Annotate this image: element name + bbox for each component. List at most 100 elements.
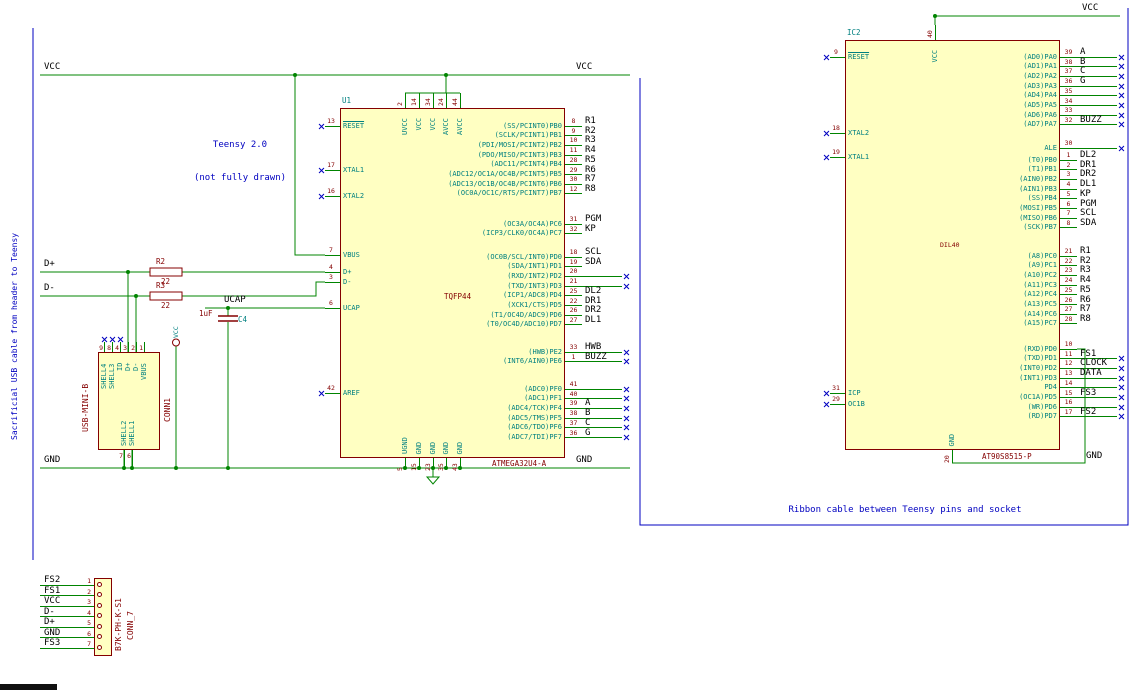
- pin-name: VBUS: [140, 363, 148, 380]
- pin-name: (ADC7/TDI)PF7: [507, 433, 562, 441]
- pin-number: 27: [1064, 305, 1073, 314]
- pin-number: 40: [569, 389, 578, 398]
- junction-dot: [130, 466, 134, 470]
- net-label-vbus-vcc: VCC: [172, 326, 180, 338]
- pin-name: VCC: [931, 49, 939, 63]
- r2-value: 22: [161, 277, 171, 286]
- pin-number: 18: [569, 248, 578, 256]
- pin-number: 2: [396, 102, 404, 106]
- net-label: BUZZ: [1080, 114, 1102, 125]
- note-ribbon: Ribbon cable between Teensy pins and soc…: [788, 505, 1022, 515]
- wire-segment: [1060, 114, 1117, 116]
- pin-number: 1: [1066, 151, 1071, 159]
- no-connect-icon: [623, 386, 630, 393]
- pin-name: (SDA/INT1)PD1: [507, 262, 562, 271]
- pin-number: 24: [437, 98, 445, 106]
- wire-segment: [565, 314, 582, 316]
- pin-name: XTAL1: [343, 165, 365, 174]
- pin-name: (OC0A/OC1C/RTS/PCINT7)PB7: [456, 189, 562, 198]
- pin-number: 22: [569, 296, 578, 305]
- pin-number: 21: [1064, 247, 1073, 255]
- conn7-value: CONN_7: [126, 611, 135, 640]
- pin-number: 30: [1064, 139, 1073, 147]
- u1-body: [340, 108, 565, 458]
- pin-name: (AD1)PA1: [1023, 62, 1057, 71]
- pin-name: (HWB)PE2: [528, 347, 562, 356]
- wire-segment: [1060, 178, 1077, 180]
- net-label: PGM: [1080, 198, 1097, 209]
- pin-number: 26: [1064, 295, 1073, 304]
- pin-number: 10: [569, 136, 578, 145]
- wire-segment: [1060, 169, 1077, 171]
- pin-name: SHELL1: [128, 420, 136, 446]
- vcc-power-port-circle: [172, 338, 180, 347]
- wire-segment: [418, 93, 420, 108]
- ic2-reference: IC2: [847, 28, 861, 37]
- note-teensy-line2: (not fully drawn): [193, 173, 287, 183]
- wire-segment: [1060, 348, 1077, 350]
- wire-segment: [1060, 323, 1077, 325]
- wire-segment: [1060, 255, 1077, 257]
- wire-segment: [119, 342, 121, 352]
- net-label: FS1: [1080, 348, 1097, 359]
- wire-segment: [418, 458, 420, 468]
- conn7-part: B7K-PH-K-S1: [114, 598, 123, 651]
- pin-name: (AD3)PA3: [1023, 81, 1057, 90]
- net-label: DATA: [1080, 368, 1102, 379]
- pin-name: RESET: [848, 52, 870, 61]
- no-connect-icon: [1118, 73, 1125, 80]
- pin-number: 8: [1066, 218, 1071, 227]
- net-label-gnd-right: GND: [576, 455, 593, 465]
- pin-number: 7: [87, 640, 91, 648]
- net-label: FS2: [1080, 406, 1097, 417]
- connector-pin-circle: [96, 644, 102, 650]
- net-label: DL1: [1080, 179, 1097, 190]
- wire-segment: [565, 351, 622, 353]
- pin-name: VCC: [415, 117, 423, 131]
- pin-name: (AD5)PA5: [1023, 101, 1057, 109]
- pin-number: 8: [571, 117, 576, 125]
- net-label: R6: [585, 164, 596, 175]
- pin-number: 26: [569, 306, 578, 315]
- pin-number: 40: [926, 30, 934, 38]
- pin-number: 3: [123, 344, 127, 352]
- pin-name: XTAL2: [343, 191, 365, 200]
- pin-name: (INT6/AIN0)PE6: [502, 357, 562, 366]
- connector-pin-circle: [96, 581, 102, 587]
- pin-name: (A13)PC5: [1023, 300, 1057, 308]
- pin-number: 6: [329, 299, 333, 307]
- no-connect-icon: [1118, 365, 1125, 372]
- pin-number: 17: [1064, 407, 1073, 416]
- pin-number: 34: [1064, 96, 1073, 105]
- pin-number: 4: [87, 608, 91, 617]
- pin-name: (XCK1/CTS)PD5: [507, 301, 562, 309]
- no-connect-icon: [117, 336, 124, 343]
- wire-segment: [432, 458, 434, 468]
- pin-number: 10: [1064, 340, 1073, 348]
- no-connect-icon: [1118, 102, 1125, 109]
- pin-name: (T1)PB1: [1027, 165, 1057, 174]
- pin-name: (AD4)PA4: [1023, 91, 1057, 100]
- net-label: R1: [585, 116, 596, 126]
- wire-segment: [131, 450, 133, 468]
- pin-name: (ICP1/ADC8)PD4: [502, 291, 562, 300]
- connector-pin-circle: [96, 602, 102, 608]
- note-usb-cable: Sacrificial USB cable from header to Tee…: [10, 232, 19, 440]
- wire-segment: [325, 307, 340, 309]
- junction-dot: [122, 466, 126, 470]
- no-connect-icon: [623, 395, 630, 402]
- net-label: C: [585, 417, 591, 428]
- r2-reference: R2: [156, 257, 166, 266]
- no-connect-icon: [318, 167, 325, 174]
- pin-name: XTAL2: [848, 128, 870, 137]
- wire-segment: [951, 450, 953, 463]
- net-label-gnd-left: GND: [44, 455, 61, 465]
- net-label: SDA: [585, 256, 602, 267]
- net-label: DR2: [585, 305, 602, 316]
- pin-number: 2: [131, 344, 135, 352]
- net-label: R2: [585, 125, 596, 136]
- no-connect-icon: [1118, 384, 1125, 391]
- wire-segment: [565, 154, 582, 156]
- net-label: R8: [585, 183, 596, 194]
